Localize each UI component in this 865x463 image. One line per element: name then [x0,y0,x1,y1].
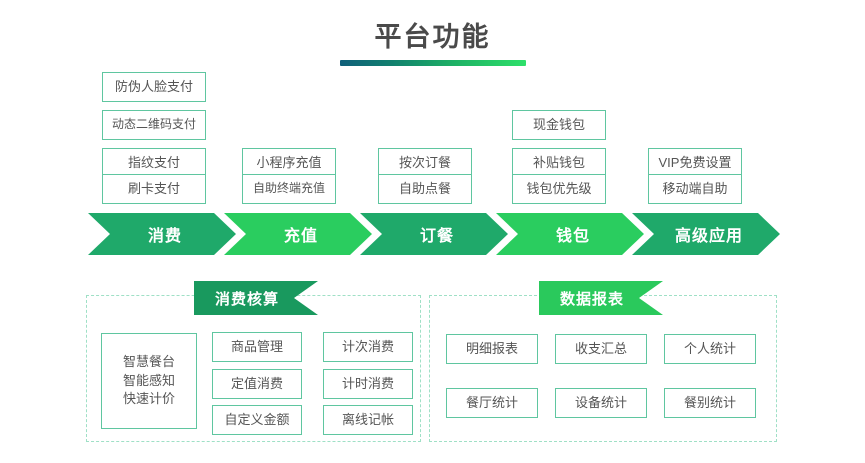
feature-box-ordering-1[interactable]: 按次订餐 [378,148,472,178]
page-title: 平台功能 [374,22,491,52]
feature-box-accounting-b1[interactable]: 计次消费 [323,332,413,362]
process-stage-consumption-label: 消费 [147,228,182,245]
feature-box-consumption-4[interactable]: 刷卡支付 [102,174,206,204]
feature-box-reports-b1[interactable]: 餐厅统计 [446,388,538,418]
feature-box-accounting-b3[interactable]: 离线记帐 [323,405,413,435]
feature-box-accounting-a2[interactable]: 定值消费 [212,369,302,399]
process-stage-wallet-label: 钱包 [555,228,590,245]
page-title-block: 平台功能 [0,20,865,66]
panel-reports-header[interactable]: 数据报表 [539,281,663,315]
feature-box-consumption-3[interactable]: 指纹支付 [102,148,206,178]
process-stage-consumption[interactable]: 消费 [88,213,236,255]
feature-box-consumption-2[interactable]: 动态二维码支付 [102,110,206,140]
feature-box-consumption-1[interactable]: 防伪人脸支付 [102,72,206,102]
feature-box-accounting-smart-table[interactable]: 智慧餐台 智能感知 快速计价 [101,333,197,429]
feature-box-accounting-b2[interactable]: 计时消费 [323,369,413,399]
feature-box-advanced-1[interactable]: VIP免费设置 [648,148,742,178]
process-stage-advanced-label: 高级应用 [674,228,743,245]
feature-box-reports-a3[interactable]: 个人统计 [664,334,756,364]
panel-accounting-header-label: 消费核算 [214,290,279,308]
feature-box-wallet-1[interactable]: 现金钱包 [512,110,606,140]
accounting-smart-line-3: 快速计价 [122,391,175,407]
accounting-smart-line-1: 智慧餐台 [122,353,175,369]
panel-reports [429,295,777,442]
feature-box-ordering-2[interactable]: 自助点餐 [378,174,472,204]
feature-box-recharge-2[interactable]: 自助终端充值 [242,174,336,204]
process-stage-ordering-label: 订餐 [419,228,454,245]
feature-box-reports-a2[interactable]: 收支汇总 [555,334,647,364]
feature-box-accounting-a3[interactable]: 自定义金额 [212,405,302,435]
title-underline-gradient [339,60,526,66]
feature-box-accounting-a1[interactable]: 商品管理 [212,332,302,362]
process-stage-advanced[interactable]: 高级应用 [632,213,780,255]
feature-box-reports-b2[interactable]: 设备统计 [555,388,647,418]
panel-reports-header-label: 数据报表 [559,290,624,308]
feature-box-advanced-2[interactable]: 移动端自助 [648,174,742,204]
feature-box-reports-b3[interactable]: 餐别统计 [664,388,756,418]
process-stage-wallet[interactable]: 钱包 [496,213,644,255]
process-stage-recharge[interactable]: 充值 [224,213,372,255]
feature-box-wallet-3[interactable]: 钱包优先级 [512,174,606,204]
feature-box-reports-a1[interactable]: 明细报表 [446,334,538,364]
accounting-smart-line-2: 智能感知 [122,372,175,388]
process-stage-recharge-label: 充值 [283,228,318,245]
process-stage-ordering[interactable]: 订餐 [360,213,508,255]
